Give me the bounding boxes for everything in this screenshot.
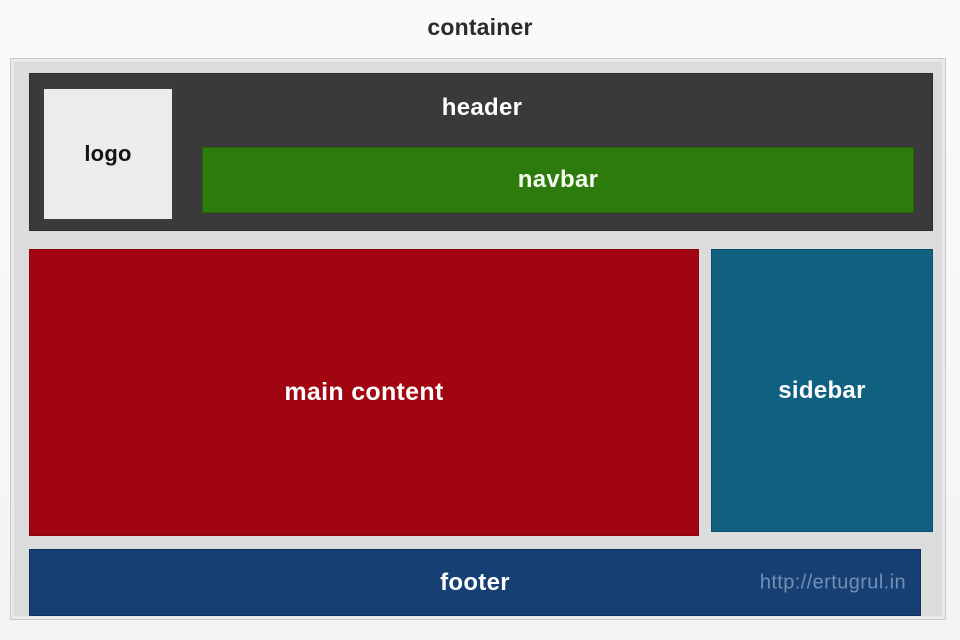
logo-label: logo (84, 141, 132, 166)
footer-region: footer http://ertugrul.in (29, 549, 921, 616)
sidebar-region: sidebar (711, 249, 933, 532)
main-content-label: main content (284, 378, 444, 406)
container-frame: header logo navbar main content sidebar … (10, 58, 946, 620)
sidebar-label: sidebar (778, 376, 866, 404)
main-content-region: main content (29, 249, 699, 536)
header-region: header logo navbar (29, 73, 933, 231)
container-title: container (427, 14, 533, 40)
navbar-label: navbar (517, 166, 599, 193)
footer-label: footer (440, 568, 510, 596)
watermark-url: http://ertugrul.in (759, 571, 906, 593)
navbar-region[interactable]: navbar (202, 147, 914, 213)
logo-box: logo (42, 87, 174, 221)
header-label: header (441, 94, 523, 121)
